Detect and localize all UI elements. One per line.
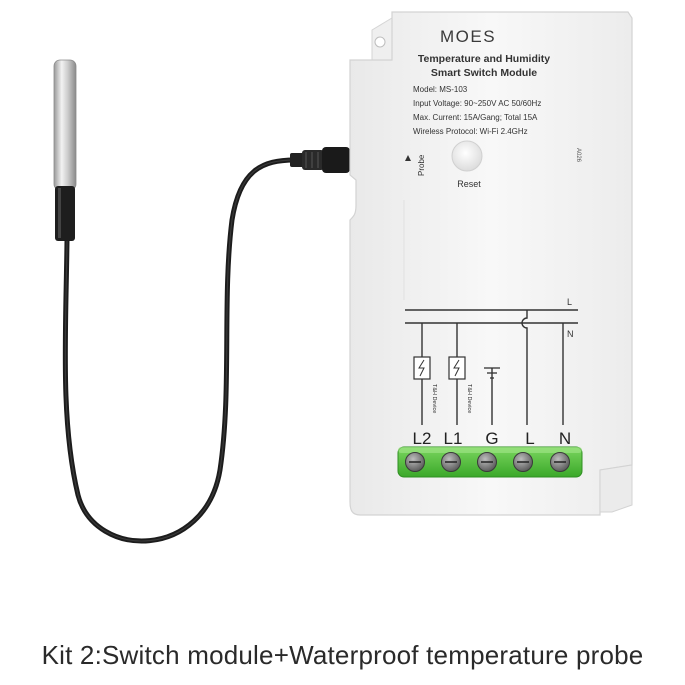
probe-label: Probe — [417, 154, 426, 176]
probe-cable — [62, 157, 298, 544]
temperature-probe — [53, 59, 77, 241]
wire-label-line: L — [567, 297, 572, 307]
wire-label-neutral: N — [567, 329, 574, 339]
terminal-label-n: N — [559, 429, 571, 448]
reset-label: Reset — [457, 179, 481, 189]
product-illustration: MOES Temperature and Humidity Smart Swit… — [53, 11, 633, 544]
device-label-l2: T&H Device — [431, 384, 437, 413]
product-title-line2: Smart Switch Module — [431, 67, 537, 79]
ground-symbol-icon — [484, 367, 500, 379]
device-label-l1: T&H Device — [466, 384, 472, 413]
probe-port-label: Probe — [405, 154, 426, 176]
max-current-text: Max. Current: 15A/Gang; Total 15A — [413, 113, 538, 122]
product-title-line1: Temperature and Humidity — [418, 53, 550, 65]
reset-button[interactable] — [451, 140, 483, 172]
model-text: Model: MS-103 — [413, 85, 468, 94]
device-box-l2 — [413, 356, 431, 380]
terminal-block — [397, 446, 583, 478]
device-box-l1 — [448, 356, 466, 380]
kit-caption: Kit 2:Switch module+Waterproof temperatu… — [41, 640, 644, 670]
switch-module — [349, 11, 633, 516]
terminal-label-g: G — [485, 429, 498, 448]
wireless-protocol-text: Wireless Protocol: Wi-Fi 2.4GHz — [413, 127, 528, 136]
terminal-labels: L2 L1 G L N — [413, 429, 572, 448]
terminal-label-l: L — [525, 429, 534, 448]
terminal-label-l2: L2 — [413, 429, 432, 448]
input-voltage-text: Input Voltage: 90~250V AC 50/60Hz — [413, 99, 541, 108]
brand-logo: MOES — [440, 27, 496, 46]
terminal-label-l1: L1 — [444, 429, 463, 448]
probe-jack — [290, 147, 350, 173]
side-code-text: A026 — [575, 148, 581, 163]
